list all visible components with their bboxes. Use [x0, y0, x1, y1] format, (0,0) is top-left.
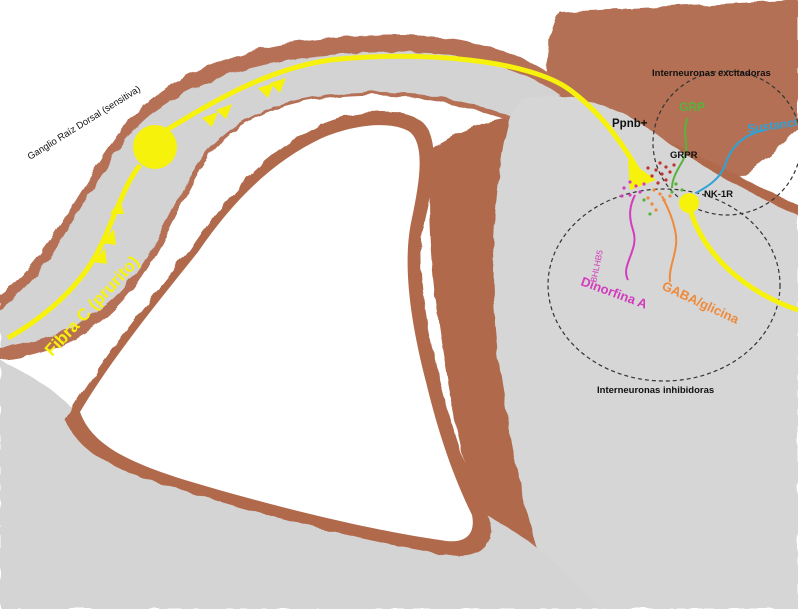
grpr-label: GRPR: [670, 150, 698, 161]
ganglion-neuron-soma: [133, 125, 177, 169]
excitatory-interneurons-label: Interneuronas excitadoras: [652, 68, 771, 79]
ppnb-label: Ppnb+: [612, 118, 648, 130]
inhibitory-interneurons-label: Interneuronas inhibidoras: [597, 385, 714, 396]
grp-label: GRP: [679, 100, 705, 114]
nk1r-label: NK-1R: [704, 189, 733, 200]
